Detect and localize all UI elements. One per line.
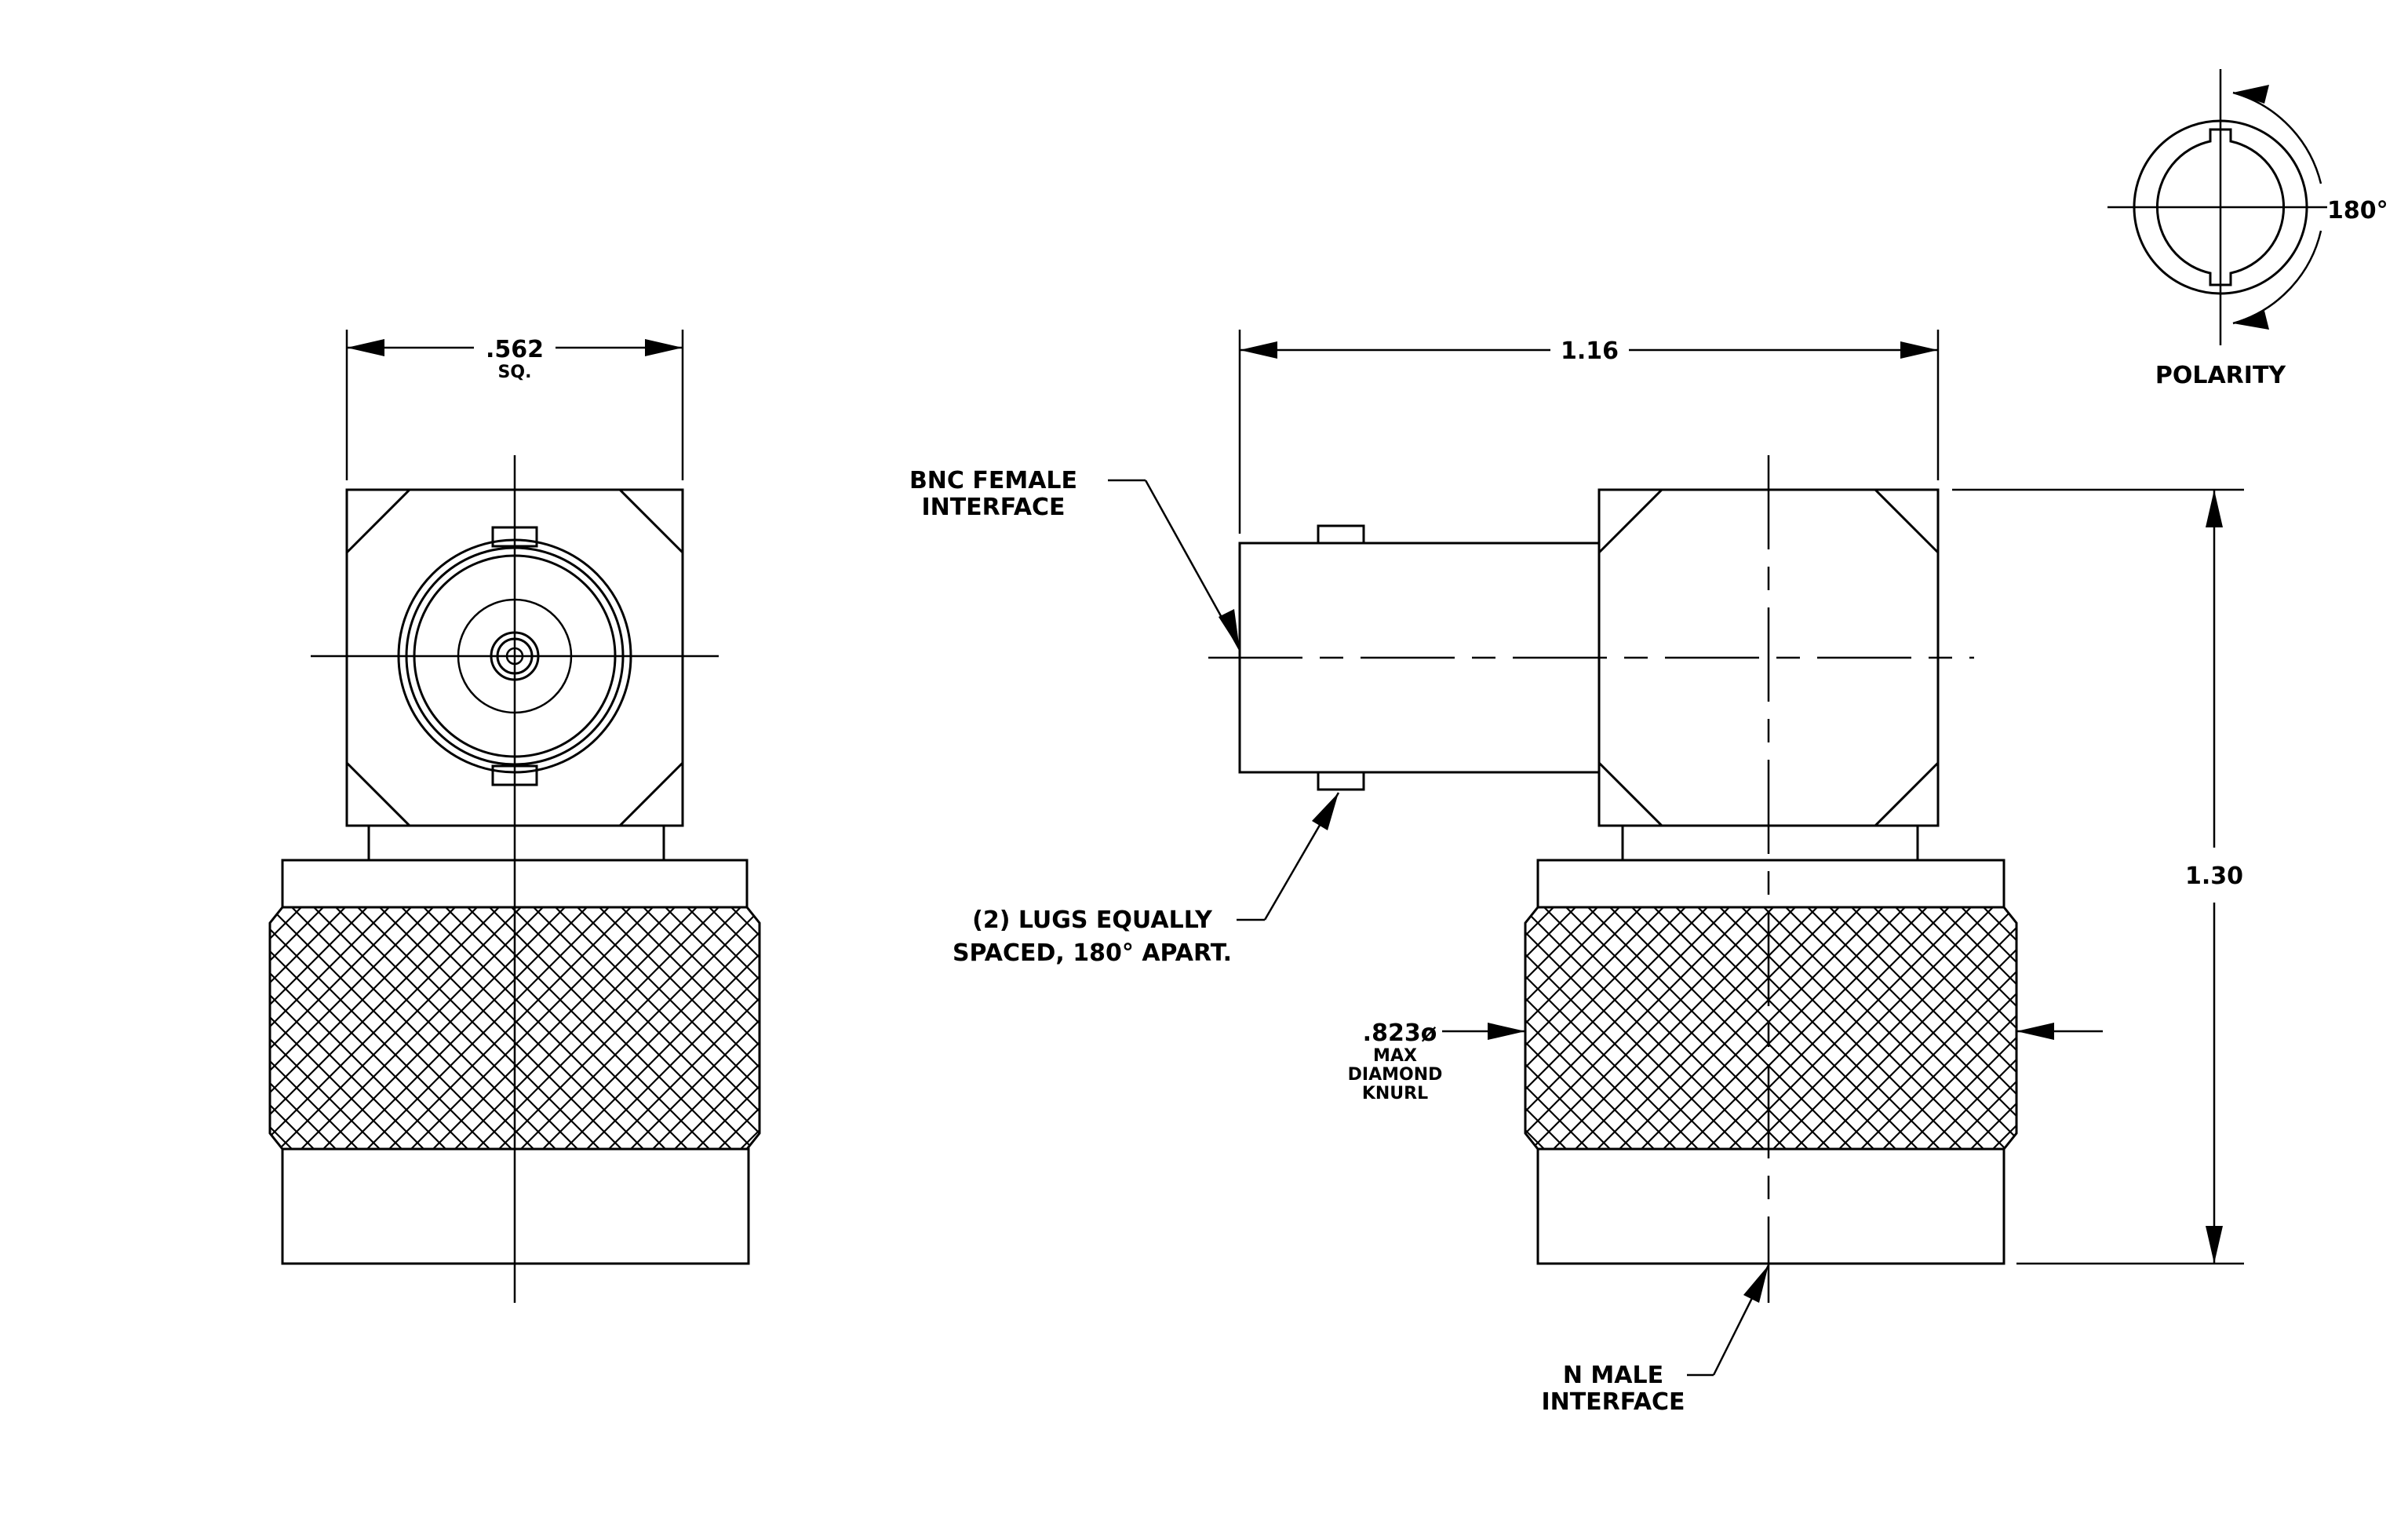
knurl-note-max: MAX [1373, 1046, 1417, 1066]
side-bottom-lug [1317, 771, 1365, 791]
front-corner-chamfers [345, 488, 684, 827]
polarity-angle: 180° [2327, 197, 2388, 224]
side-corner-chamfers [1597, 488, 1940, 827]
lugs-leader [1237, 792, 1340, 921]
polarity-detail: 180° POLARITY [2107, 69, 2388, 389]
side-neck [1621, 824, 1919, 862]
lugs-label-line1: (2) LUGS EQUALLY [972, 906, 1213, 934]
polarity-arrow-bottom [2233, 311, 2269, 330]
knurl-note-diamond: DIAMOND [1348, 1065, 1443, 1085]
side-knurl [1524, 906, 2018, 1151]
knurl-diameter-value: .823ø [1363, 1019, 1437, 1047]
front-view: .562 SQ. [268, 330, 761, 1303]
bnc-female-label-line2: INTERFACE [921, 494, 1065, 521]
polarity-arc-bottom [2232, 230, 2322, 325]
side-top-lug [1317, 524, 1365, 545]
front-width-value: .562 [486, 336, 544, 363]
n-male-leader [1687, 1264, 1770, 1377]
side-top-ring [1536, 859, 2005, 909]
polarity-inner-keyed-circle [2156, 128, 2285, 286]
side-length-dimension [1238, 330, 1940, 534]
height-value: 1.30 [2185, 863, 2243, 890]
polarity-arrow-top [2233, 85, 2269, 104]
bnc-female-leader [1108, 479, 1241, 651]
polarity-arc-top [2232, 91, 2322, 184]
n-male-label-line1: N MALE [1563, 1362, 1663, 1389]
knurl-note-knurl: KNURL [1362, 1084, 1428, 1103]
height-dimension [1952, 488, 2244, 1265]
front-width-dimension [345, 330, 684, 480]
side-bottom-sleeve [1536, 1147, 2005, 1265]
n-male-label-line2: INTERFACE [1541, 1388, 1685, 1416]
front-width-note: SQ. [498, 363, 532, 382]
polarity-label: POLARITY [2155, 362, 2287, 389]
bnc-female-label-line1: BNC FEMALE [909, 467, 1077, 494]
front-neck [367, 824, 665, 862]
side-view: 1.16 1.30 .823ø MAX DIAMOND KNURL BNC [909, 330, 2244, 1416]
side-length-value: 1.16 [1561, 337, 1619, 365]
lugs-label-line2: SPACED, 180° APART. [953, 939, 1232, 967]
knurl-diameter-dimension [1442, 1023, 2103, 1040]
